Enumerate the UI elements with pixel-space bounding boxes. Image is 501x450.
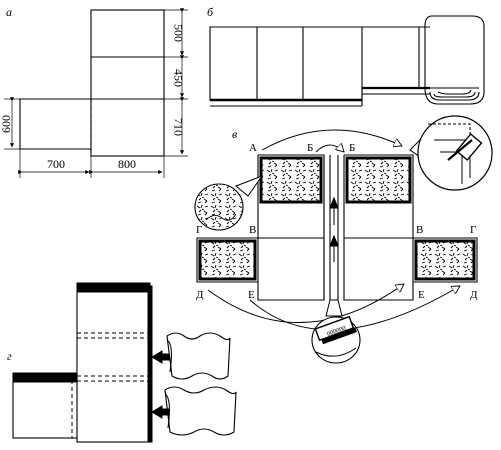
mat-right-top xyxy=(345,156,412,204)
dim-710: 710 xyxy=(171,118,185,136)
panel-v: в А xyxy=(194,115,493,364)
mat-left-mid xyxy=(198,239,257,281)
corner-E-left: Е xyxy=(248,289,255,301)
panel-b-label: б xyxy=(207,5,214,19)
panel-v-frame xyxy=(196,154,478,301)
corner-V-right: В xyxy=(416,224,423,236)
detail-roll-tool: 000000 xyxy=(311,299,361,364)
panel-g-arrows xyxy=(151,350,170,419)
panel-a: а 500 450 710 600 70 xyxy=(0,5,188,178)
panel-v-label: в xyxy=(232,127,237,141)
panel-g-mat-lower xyxy=(164,386,237,436)
corner-D-right: Д xyxy=(470,289,478,301)
dim-800: 800 xyxy=(118,157,136,171)
dim-700: 700 xyxy=(47,157,65,171)
panel-a-dimension-lines xyxy=(4,8,188,178)
dim-600: 600 xyxy=(0,115,13,133)
panel-g-label: г xyxy=(7,349,12,363)
panel-a-cut-layout xyxy=(19,9,165,157)
corner-B-right: Б xyxy=(349,142,355,154)
detail-bubble-left xyxy=(194,174,264,231)
insulation-mats xyxy=(198,156,476,281)
panel-b-unrolled-sheet xyxy=(209,26,430,107)
dim-450: 450 xyxy=(171,69,185,87)
panel-b: б xyxy=(207,5,485,107)
panel-g-body xyxy=(12,282,153,443)
center-arrows xyxy=(329,196,339,262)
mat-right-mid xyxy=(414,239,476,281)
detail-circle-corner xyxy=(409,115,493,191)
panel-a-label: а xyxy=(6,5,12,19)
panel-g: г xyxy=(7,282,237,443)
dim-500: 500 xyxy=(171,24,185,42)
corner-G-right: Г xyxy=(470,224,476,236)
panel-b-roll xyxy=(424,15,485,105)
corner-D-left: Д xyxy=(196,289,204,301)
corner-B-left: Б xyxy=(307,142,313,154)
mat-left-top xyxy=(259,156,323,204)
corner-A-left: А xyxy=(249,142,257,154)
panel-g-mat-upper xyxy=(166,332,231,380)
corner-G-left: Г xyxy=(196,224,202,236)
corner-V-left: В xyxy=(249,224,256,236)
corner-E-right: Е xyxy=(418,289,425,301)
